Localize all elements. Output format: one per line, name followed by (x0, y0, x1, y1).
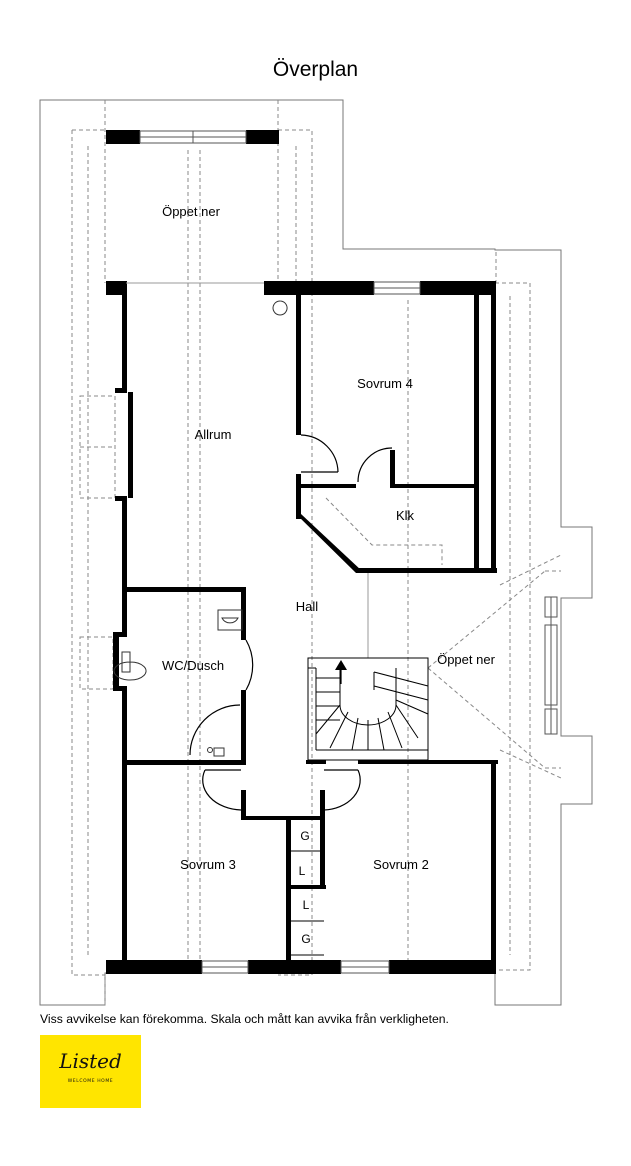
dashed-roof-lines (71, 100, 562, 1005)
closet-label: G (301, 932, 310, 946)
wc-fixtures (113, 300, 288, 757)
logo-tagline: WELCOME HOME (67, 1079, 114, 1084)
doors (189, 434, 393, 811)
room-label-hall: Hall (296, 599, 319, 614)
room-label-allrum: Allrum (195, 427, 232, 442)
staircase (307, 657, 429, 761)
closet-label: L (303, 898, 310, 912)
room-label-wc: WC/Dusch (162, 658, 224, 673)
disclaimer: Viss avvikelse kan förekomma. Skala och … (40, 1012, 449, 1026)
vent-icon (272, 300, 288, 316)
stair-arrow-icon (335, 660, 347, 670)
room-label-klk: Klk (396, 508, 415, 523)
sink-icon (217, 609, 243, 631)
walls (106, 130, 498, 974)
room-label-open-top: Öppet ner (162, 204, 220, 219)
room-label-sovrum4: Sovrum 4 (357, 376, 413, 391)
toilet-icon (113, 651, 147, 681)
closet-label: L (299, 864, 306, 878)
logo-word: Listed (59, 1049, 122, 1073)
closet-dividers (291, 850, 324, 956)
closet-label: G (300, 829, 309, 843)
windows (139, 130, 558, 974)
listed-logo: Listed WELCOME HOME (40, 1035, 141, 1108)
room-label-sovrum2: Sovrum 2 (373, 857, 429, 872)
room-label-sovrum3: Sovrum 3 (180, 857, 236, 872)
room-label-open-right: Öppet ner (437, 652, 495, 667)
plan-title: Överplan (272, 58, 359, 81)
